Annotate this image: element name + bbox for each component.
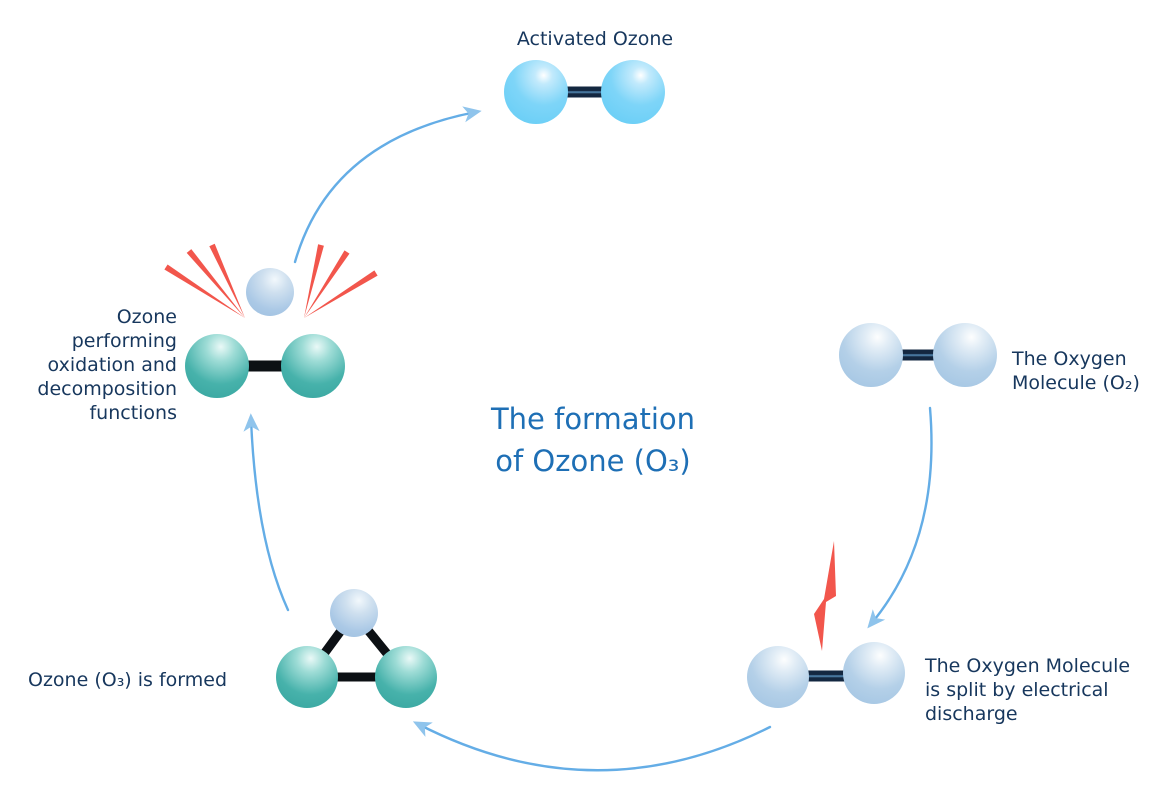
oxygen-molecule-label-line-1: The Oxygen [1011, 348, 1127, 370]
diagram-title: The formation of Ozone (O₃) [490, 402, 695, 478]
bond-icon [798, 670, 854, 682]
oxygen-atom-icon [933, 323, 997, 387]
spark-ray-icon [304, 270, 378, 318]
arrow-split-to-ozone-formed [412, 721, 772, 772]
oxygen-atom-icon [504, 60, 568, 124]
oxygen-split-label-line-1: The Oxygen Molecule [924, 655, 1130, 677]
oxygen-molecule-label-line-2: Molecule (O₂) [1012, 372, 1140, 394]
ozone-functions-label-line-3: oxidation and [48, 354, 177, 376]
oxygen-atom-icon [330, 589, 378, 637]
activated-ozone-label: Activated Ozone [517, 28, 673, 50]
spark-ray-icon [304, 250, 350, 318]
arrow-oxygen-to-split [867, 406, 933, 629]
spark-rays-icon [164, 243, 378, 318]
oxygen-split-label-line-3: discharge [925, 703, 1018, 725]
ozone-formed-label: Ozone (O₃) is formed [28, 669, 227, 691]
ozone-functions-label-line-2: performing [72, 330, 177, 352]
oxygen-split-label-line-2: is split by electrical [925, 679, 1109, 701]
arrow-ozone-formed-to-functions [243, 413, 290, 612]
node-oxygen-molecule: The Oxygen Molecule (O₂) [839, 323, 1140, 394]
oxygen-atom-icon [843, 642, 905, 704]
ozone-functions-label-line-5: functions [89, 402, 177, 424]
lightning-bolt-icon [814, 541, 836, 651]
title-line-2: of Ozone (O₃) [495, 444, 690, 478]
bond-icon [556, 86, 616, 98]
released-oxygen-atom-icon [246, 268, 294, 316]
node-ozone-functions: Ozone performing oxidation and decomposi… [37, 243, 378, 424]
title-line-1: The formation [490, 402, 695, 436]
ozone-atom-icon [276, 646, 338, 708]
ozone-atom-icon [281, 334, 345, 398]
ozone-functions-label-line-1: Ozone [117, 306, 177, 328]
node-ozone-formed: Ozone (O₃) is formed [28, 589, 437, 708]
oxygen-atom-icon [839, 323, 903, 387]
node-oxygen-split: The Oxygen Molecule is split by electric… [747, 541, 1130, 725]
spark-ray-icon [209, 243, 245, 318]
arrow-functions-to-activated-ozone [293, 106, 482, 264]
ozone-atom-icon [185, 334, 249, 398]
ozone-atom-icon [375, 646, 437, 708]
oxygen-atom-icon [747, 646, 809, 708]
cycle-arrows [243, 106, 933, 772]
spark-ray-icon [164, 264, 245, 318]
node-activated-ozone: Activated Ozone [504, 28, 673, 124]
bond-icon [237, 360, 293, 372]
ozone-functions-label-line-4: decomposition [37, 378, 177, 400]
spark-ray-icon [186, 249, 245, 318]
oxygen-atom-icon [601, 60, 665, 124]
bond-icon [890, 349, 946, 361]
spark-ray-icon [304, 244, 324, 318]
